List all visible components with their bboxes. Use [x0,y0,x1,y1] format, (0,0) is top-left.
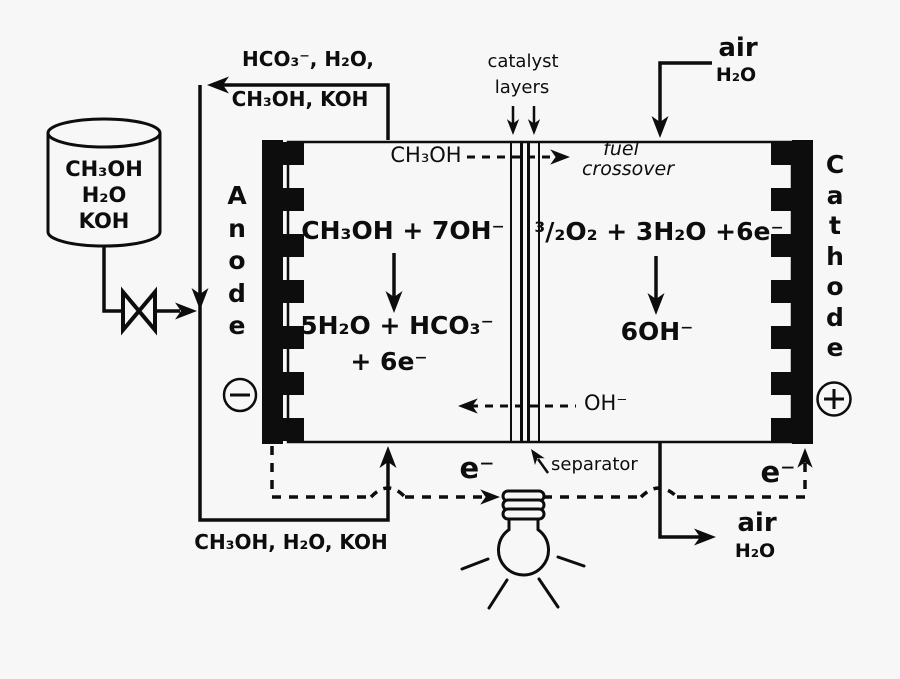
air-outlet-line [658,443,700,539]
catalyst-layers-label-line1: catalyst [487,51,559,72]
anode-products-line2: + 6e⁻ [350,347,428,376]
catalyst-pointer-arrows [506,106,541,135]
separator-membrane [510,142,540,442]
electron-arrowhead-into-cathode [797,448,813,468]
tank-label-koh: KOH [78,209,130,233]
air-outlet-label: air [737,508,777,538]
minus-terminal-icon [222,377,258,413]
fuel-crossover-label-line1: fuel [603,138,639,160]
electron-label-left: e⁻ [459,451,495,485]
anode-products-line1: 5H₂O + HCO₃⁻ [300,311,494,340]
recirculation-arrowhead [207,76,229,94]
electron-circuit-dashed-line [270,446,807,499]
tank-label-h2o: H₂O [81,183,127,207]
air-outlet-arrowhead [694,528,716,546]
air-inlet-arrowhead [651,116,669,138]
anode-reactants: CH₃OH + 7OH⁻ [301,216,505,245]
electron-label-right: e⁻ [760,455,796,489]
cathode-electrode [771,140,813,444]
hydroxide-label: OH⁻ [584,391,628,415]
air-inlet-line [658,61,712,127]
cathode-products: 6OH⁻ [620,317,694,346]
separator-pointer-arrow [531,449,550,474]
air-inlet-label: air [718,33,758,63]
tank-label-ch3oh: CH₃OH [65,157,143,181]
valve-icon [121,286,157,336]
recirculation-label-bottom: CH₃OH, KOH [231,87,369,111]
cathode-reaction-arrow [647,256,665,315]
crossover-source-label: CH₃OH [390,143,462,167]
cathode-label: C a t h o d e [825,150,845,362]
anode-reaction-arrow [385,253,403,313]
anode-inlet-arrowhead [379,446,397,468]
recirculation-line [214,83,390,140]
tank-outlet-pipe [102,246,180,313]
hydroxide-transport-arrow [458,398,576,414]
light-bulb-icon [460,489,586,610]
feed-arrowhead [175,302,197,320]
catalyst-layers-label-line2: layers [494,77,550,98]
electron-arrowhead-into-bulb [480,489,500,505]
recirculation-label-top: HCO₃⁻, H₂O, [242,47,374,71]
anode-label: A n o d e [227,181,247,340]
fuel-crossover-arrow [467,149,570,165]
anode-electrode [262,140,304,444]
fuel-tank-icon [46,117,162,248]
fuel-crossover-label-line2: crossover [581,158,675,180]
plus-terminal-icon [816,381,852,417]
cathode-reactants: ³/₂O₂ + 3H₂O +6e⁻ [534,217,784,246]
feed-mixture-label: CH₃OH, H₂O, KOH [194,530,388,554]
light-rays [460,555,586,610]
separator-label: separator [551,454,638,475]
flow-down-arrowhead [191,288,209,310]
air-inlet-water-label: H₂O [715,64,757,86]
air-outlet-water-label: H₂O [734,540,776,562]
